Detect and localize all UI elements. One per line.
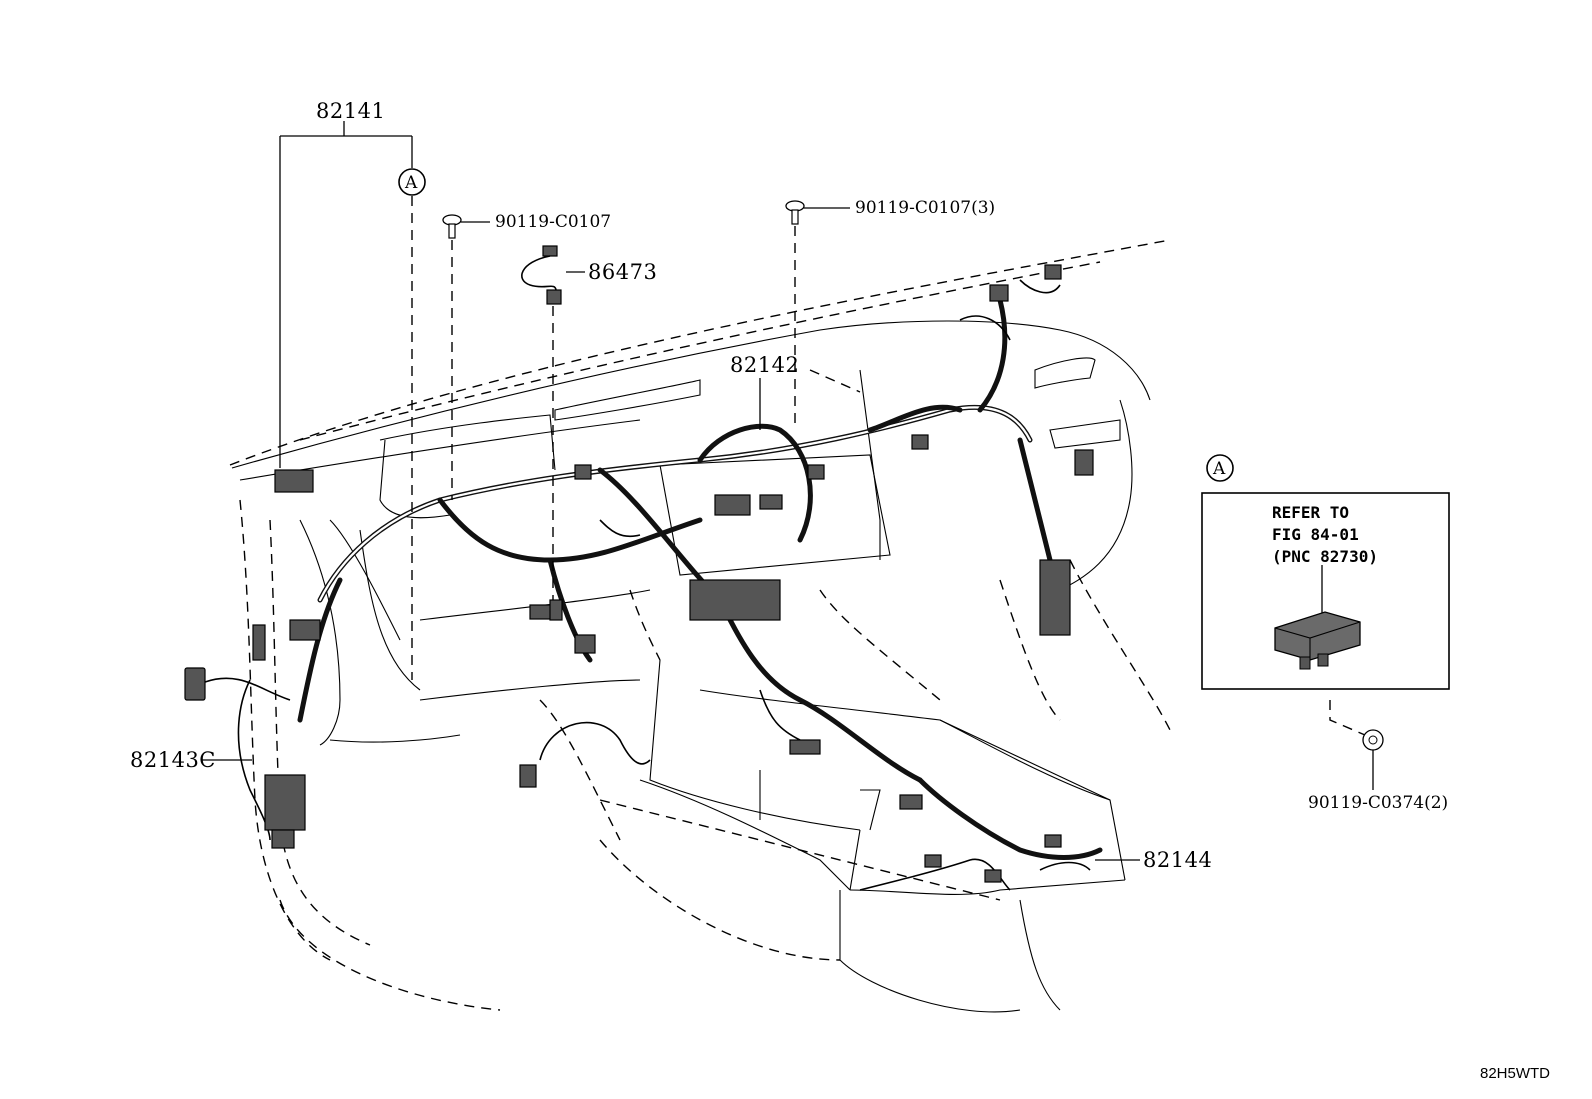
label-bolt-right: 90119-C0107(3): [855, 198, 995, 218]
refer-line-1: REFER TO: [1272, 503, 1349, 522]
refer-box: [1201, 454, 1450, 790]
connectors: [184, 264, 1094, 883]
refer-box-marker: A: [1212, 459, 1226, 479]
label-86473: 86473: [588, 260, 657, 284]
bolt-icon: [442, 214, 490, 500]
label-bolt-left: 90119-C0107: [495, 212, 611, 232]
center-console: [279, 589, 1126, 1013]
refer-line-3: (PNC 82730): [1272, 547, 1378, 566]
sensor-86473-icon: [521, 245, 585, 600]
label-clip: 90119-C0374(2): [1308, 793, 1448, 813]
refer-line-2: FIG 84-01: [1272, 525, 1359, 544]
callout-a-marker: A: [404, 173, 418, 193]
label-82141: 82141: [316, 99, 385, 123]
label-82143c: 82143C: [130, 748, 216, 772]
label-82144: 82144: [1143, 848, 1212, 872]
callout-82141: [279, 121, 426, 680]
callout-82142: [759, 369, 861, 430]
label-82142: 82142: [730, 353, 799, 377]
bolt-icon: [785, 200, 850, 430]
figure-code: 82H5WTD: [1480, 1065, 1550, 1082]
dashboard-outline: [229, 239, 1171, 961]
